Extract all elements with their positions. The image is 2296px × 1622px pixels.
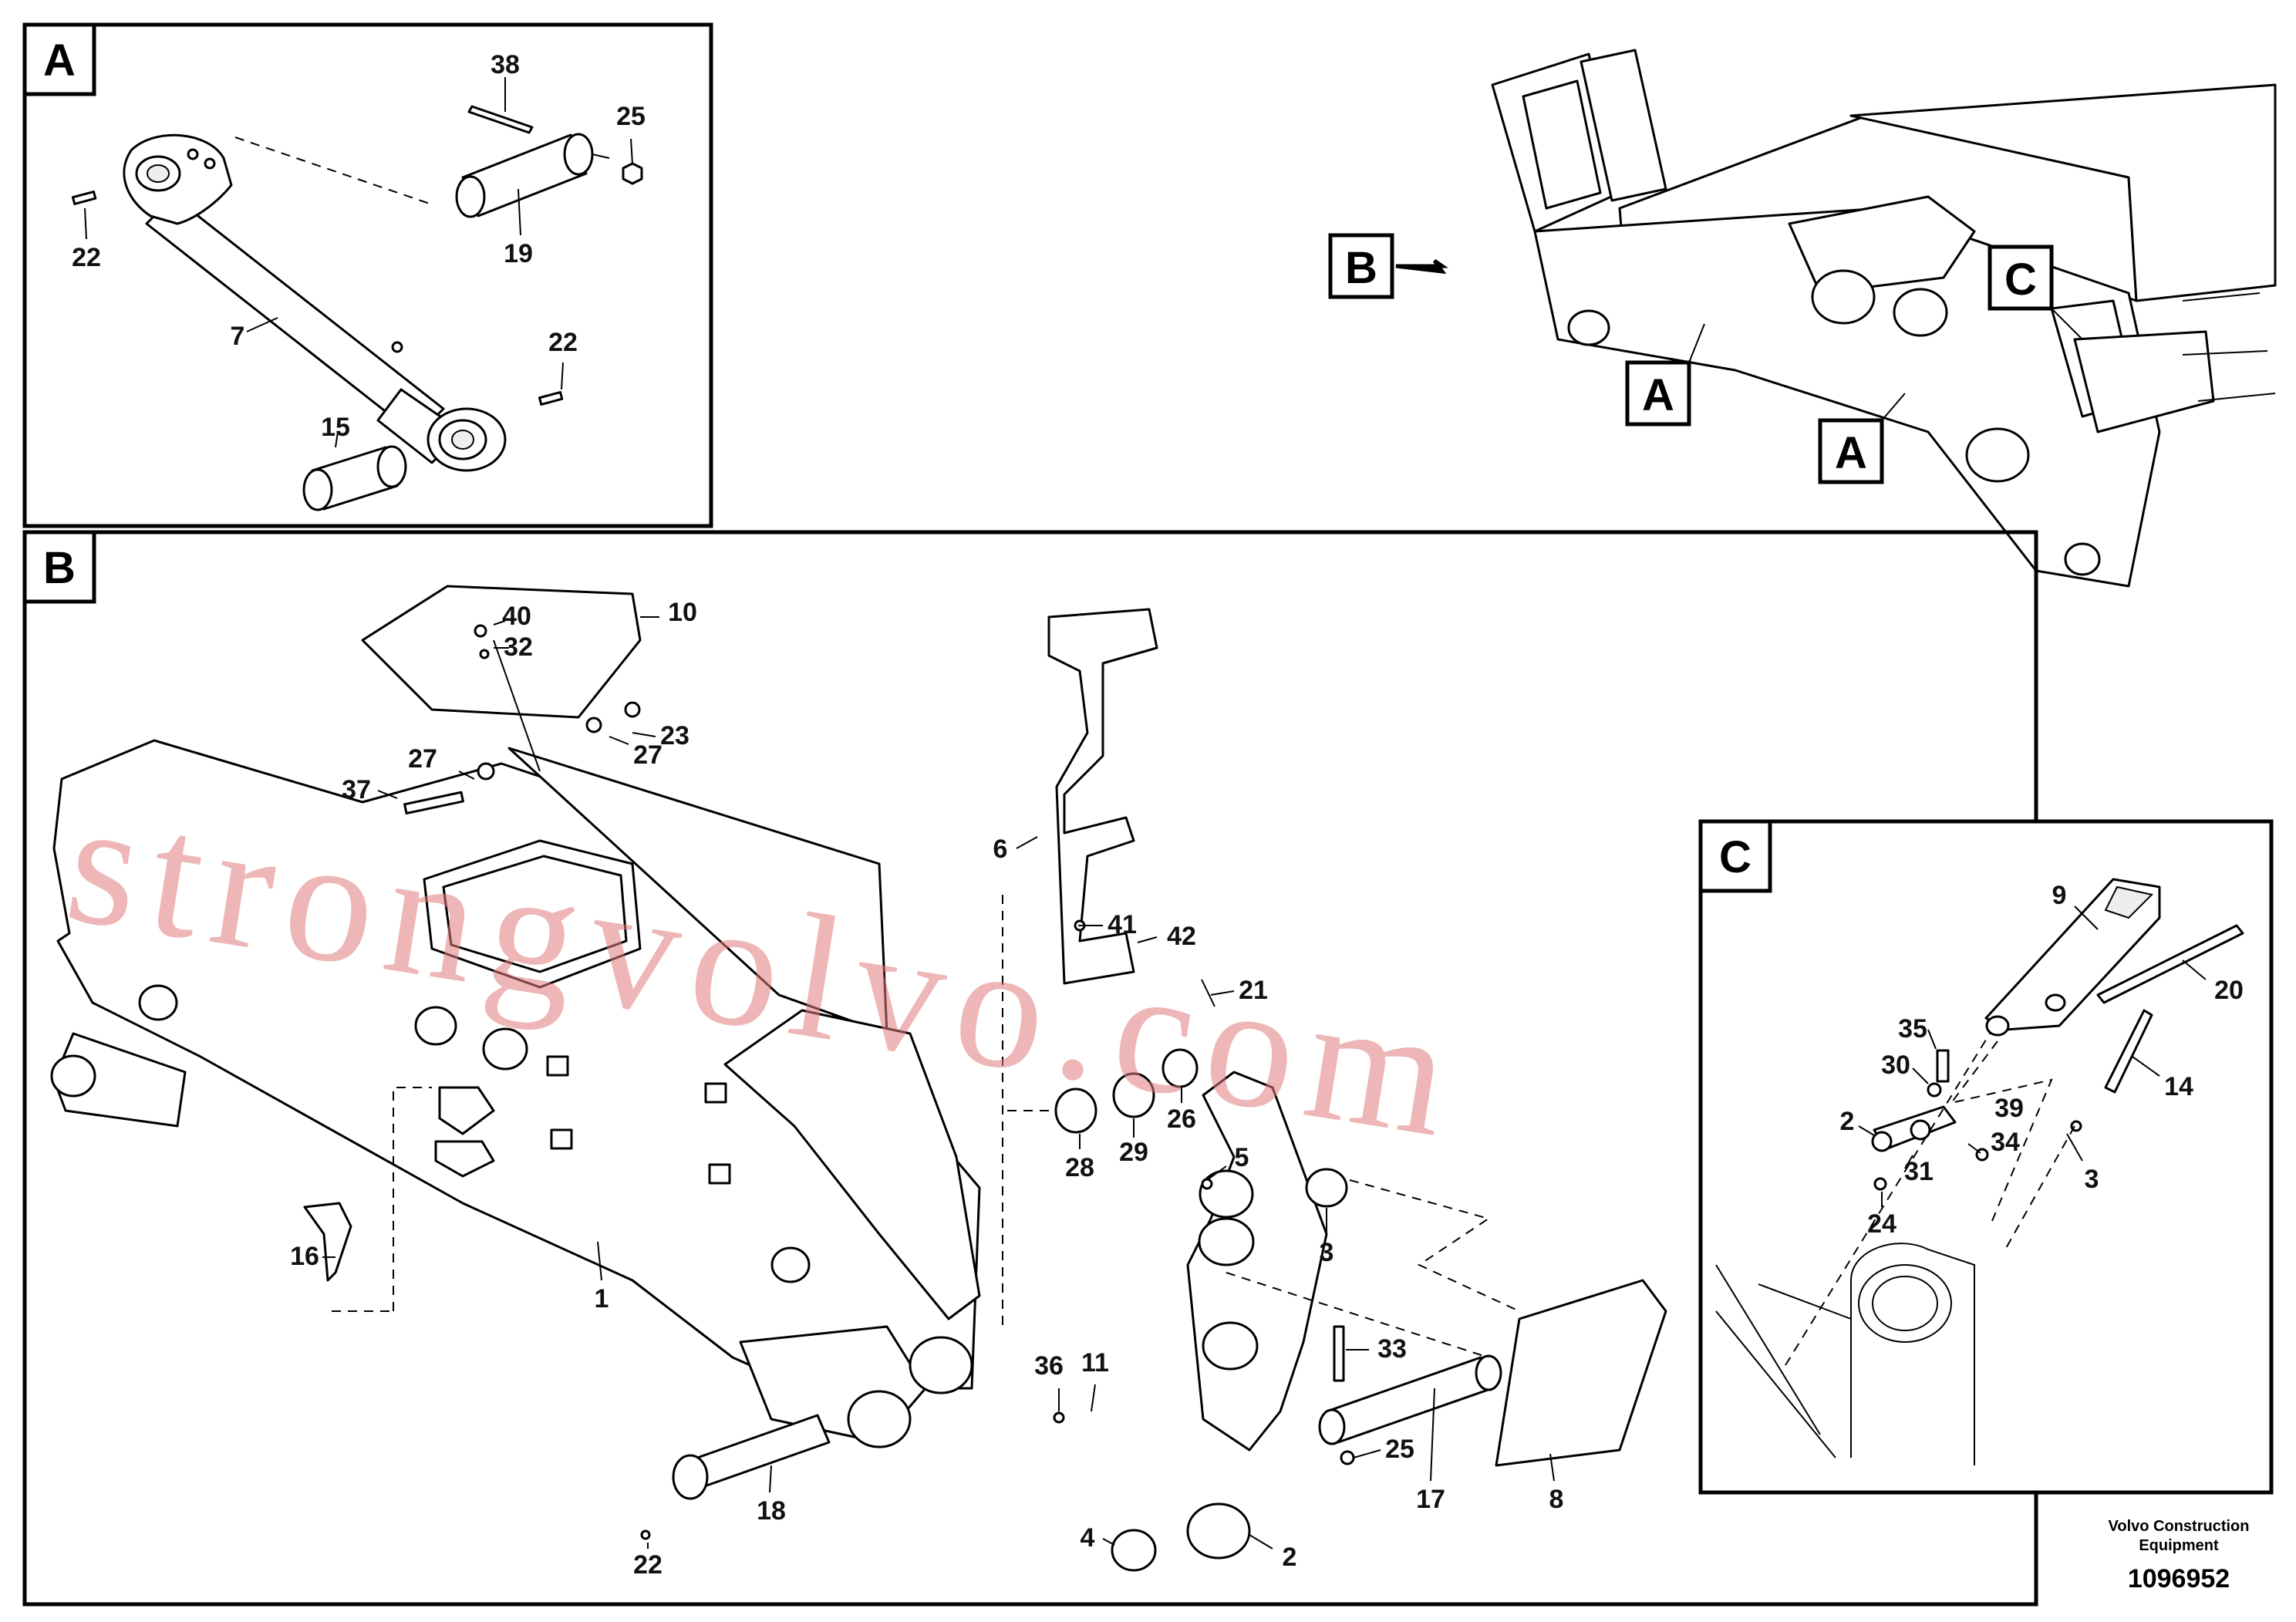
label-a-19: 19 (504, 239, 533, 268)
section-b: B (22, 530, 2038, 1607)
label-b-41: 41 (1108, 910, 1137, 939)
label-b-16: 16 (290, 1242, 319, 1271)
label-b-26: 26 (1167, 1104, 1196, 1134)
bolt-33 (1333, 1325, 1345, 1382)
label-c-14: 14 (2164, 1072, 2193, 1101)
callout-a-2-letter: A (1835, 428, 1867, 478)
label-b-4: 4 (1081, 1523, 1095, 1553)
label-b-17: 17 (1416, 1485, 1445, 1514)
callout-c-letter: C (2004, 255, 2037, 305)
callout-a-1 (1625, 360, 1691, 427)
bushing-4 (1111, 1529, 1157, 1572)
label-b-8: 8 (1549, 1485, 1564, 1514)
pin-15 (302, 445, 407, 511)
label-a-22-right: 22 (548, 328, 578, 357)
bolt-37 (403, 791, 464, 815)
label-a-25: 25 (616, 102, 646, 131)
pin-18-head (672, 1454, 709, 1500)
label-a-7: 7 (231, 322, 245, 351)
section-b-letter: B (43, 543, 76, 593)
bolt-35 (1936, 1049, 1950, 1083)
pin-16 (303, 1202, 352, 1282)
label-b-37: 37 (342, 775, 371, 804)
section-a-frame (22, 22, 713, 528)
pin-17 (1325, 1356, 1494, 1444)
drawing-number: 1096952 (2128, 1564, 2230, 1593)
label-b-36: 36 (1034, 1351, 1064, 1381)
washer-30 (1927, 1082, 1942, 1098)
callout-b-letter: B (1345, 243, 1377, 293)
label-c-30: 30 (1881, 1050, 1910, 1080)
hydraulic-cylinder (123, 133, 507, 472)
overview-machine (1491, 49, 2277, 588)
pin-24 (1873, 1177, 1887, 1191)
callout-a-2 (1818, 418, 1884, 484)
maker-line-2: Equipment (2139, 1537, 2219, 1554)
label-b-18: 18 (757, 1496, 786, 1526)
label-c-39: 39 (1994, 1094, 2024, 1123)
callout-c (1988, 244, 2054, 311)
label-b-11: 11 (1081, 1348, 1109, 1378)
label-c-3: 3 (2085, 1165, 2099, 1194)
label-c-31: 31 (1904, 1157, 1934, 1186)
label-a-22-top: 22 (72, 243, 101, 272)
label-b-23: 23 (660, 721, 689, 750)
maker-line-1: Volvo Construction (2109, 1518, 2250, 1535)
bolt-38 (467, 105, 534, 134)
step-ladder-6 (1047, 608, 1158, 985)
label-b-6: 6 (993, 835, 1008, 864)
washer-29 (1112, 1072, 1155, 1118)
label-b-42: 42 (1167, 922, 1196, 951)
label-b-27-left: 27 (408, 744, 437, 774)
section-c: C (1698, 819, 2274, 1495)
section-a-letter: A (43, 35, 76, 86)
label-b-29: 29 (1119, 1138, 1148, 1167)
spring-pin-22-top (71, 191, 97, 205)
bushing-3 (1305, 1168, 1348, 1208)
main-frame-1 (50, 739, 981, 1448)
label-c-20: 20 (2214, 976, 2244, 1005)
label-b-27-right: 27 (633, 740, 663, 770)
callout-b (1328, 233, 1394, 299)
section-b-badge (22, 530, 96, 604)
label-b-21: 21 (1239, 976, 1268, 1005)
spring-pin-22-right (538, 391, 564, 406)
section-c-badge (1698, 819, 1772, 893)
section-a: A (22, 22, 713, 528)
label-c-9: 9 (2052, 881, 2067, 910)
cover-plate-10 (361, 585, 642, 719)
nut-25 (622, 162, 643, 185)
pin-19 (455, 133, 610, 218)
label-a-38: 38 (491, 50, 520, 79)
label-b-32: 32 (504, 632, 533, 662)
label-b-33: 33 (1377, 1334, 1407, 1364)
label-b-1: 1 (595, 1284, 609, 1313)
label-c-35: 35 (1898, 1014, 1927, 1044)
rod-20 (2096, 924, 2244, 1004)
label-c-34: 34 (1991, 1128, 2020, 1157)
section-a-badge (22, 22, 96, 96)
label-b-10: 10 (668, 598, 697, 627)
label-b-40: 40 (502, 602, 531, 631)
drawing-footer: Volvo Construction Equipment 1096952 (2109, 1518, 2250, 1593)
section-c-letter: C (1719, 832, 1752, 882)
label-c-2: 2 (1840, 1107, 1855, 1136)
overview-callouts: B A A C (1328, 233, 2083, 484)
label-c-24: 24 (1867, 1209, 1896, 1239)
rod-14 (2104, 1009, 2153, 1094)
foot-pad-8 (1495, 1279, 1667, 1467)
label-b-28: 28 (1065, 1153, 1094, 1182)
label-b-25: 25 (1385, 1435, 1414, 1464)
callout-a-1-letter: A (1642, 370, 1674, 420)
label-b-5: 5 (1235, 1143, 1249, 1172)
label-b-3: 3 (1320, 1238, 1334, 1267)
label-b-2: 2 (1283, 1543, 1297, 1572)
bushing-26 (1161, 1048, 1199, 1088)
label-b-22: 22 (633, 1550, 663, 1580)
washer-28 (1054, 1088, 1097, 1134)
label-a-15: 15 (321, 413, 350, 442)
